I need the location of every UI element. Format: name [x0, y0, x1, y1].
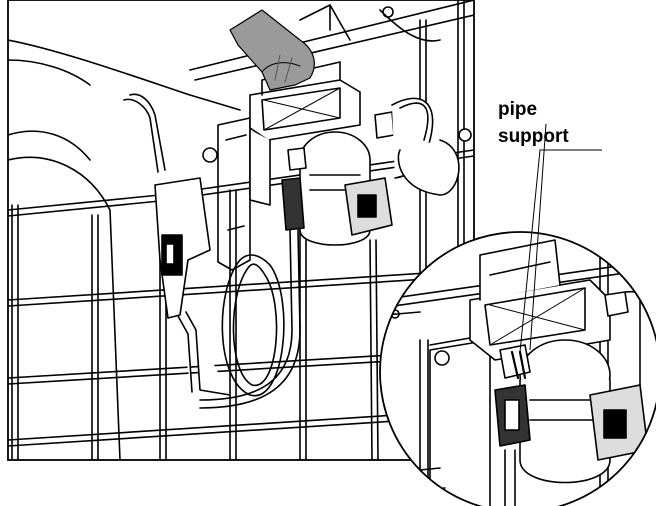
callout-label-pipe: pipe [498, 99, 538, 120]
detail-view [380, 232, 656, 506]
hose-loop [199, 229, 301, 409]
pump-filter-box [249, 61, 361, 206]
fuel-nozzle [123, 93, 231, 396]
pump-motor [281, 97, 472, 246]
gloved-hand-illustration [229, 9, 315, 91]
callout-leader-lines [519, 123, 602, 353]
detail-circle-frame [379, 231, 656, 506]
callout-label-support: support [498, 126, 569, 147]
ibc-tank [8, 39, 241, 460]
leader-line-1 [529, 123, 547, 351]
leader-line-2 [519, 149, 602, 353]
mounting-bracket [202, 117, 251, 271]
main-view-frame [7, 0, 475, 461]
main-view [8, 0, 474, 460]
